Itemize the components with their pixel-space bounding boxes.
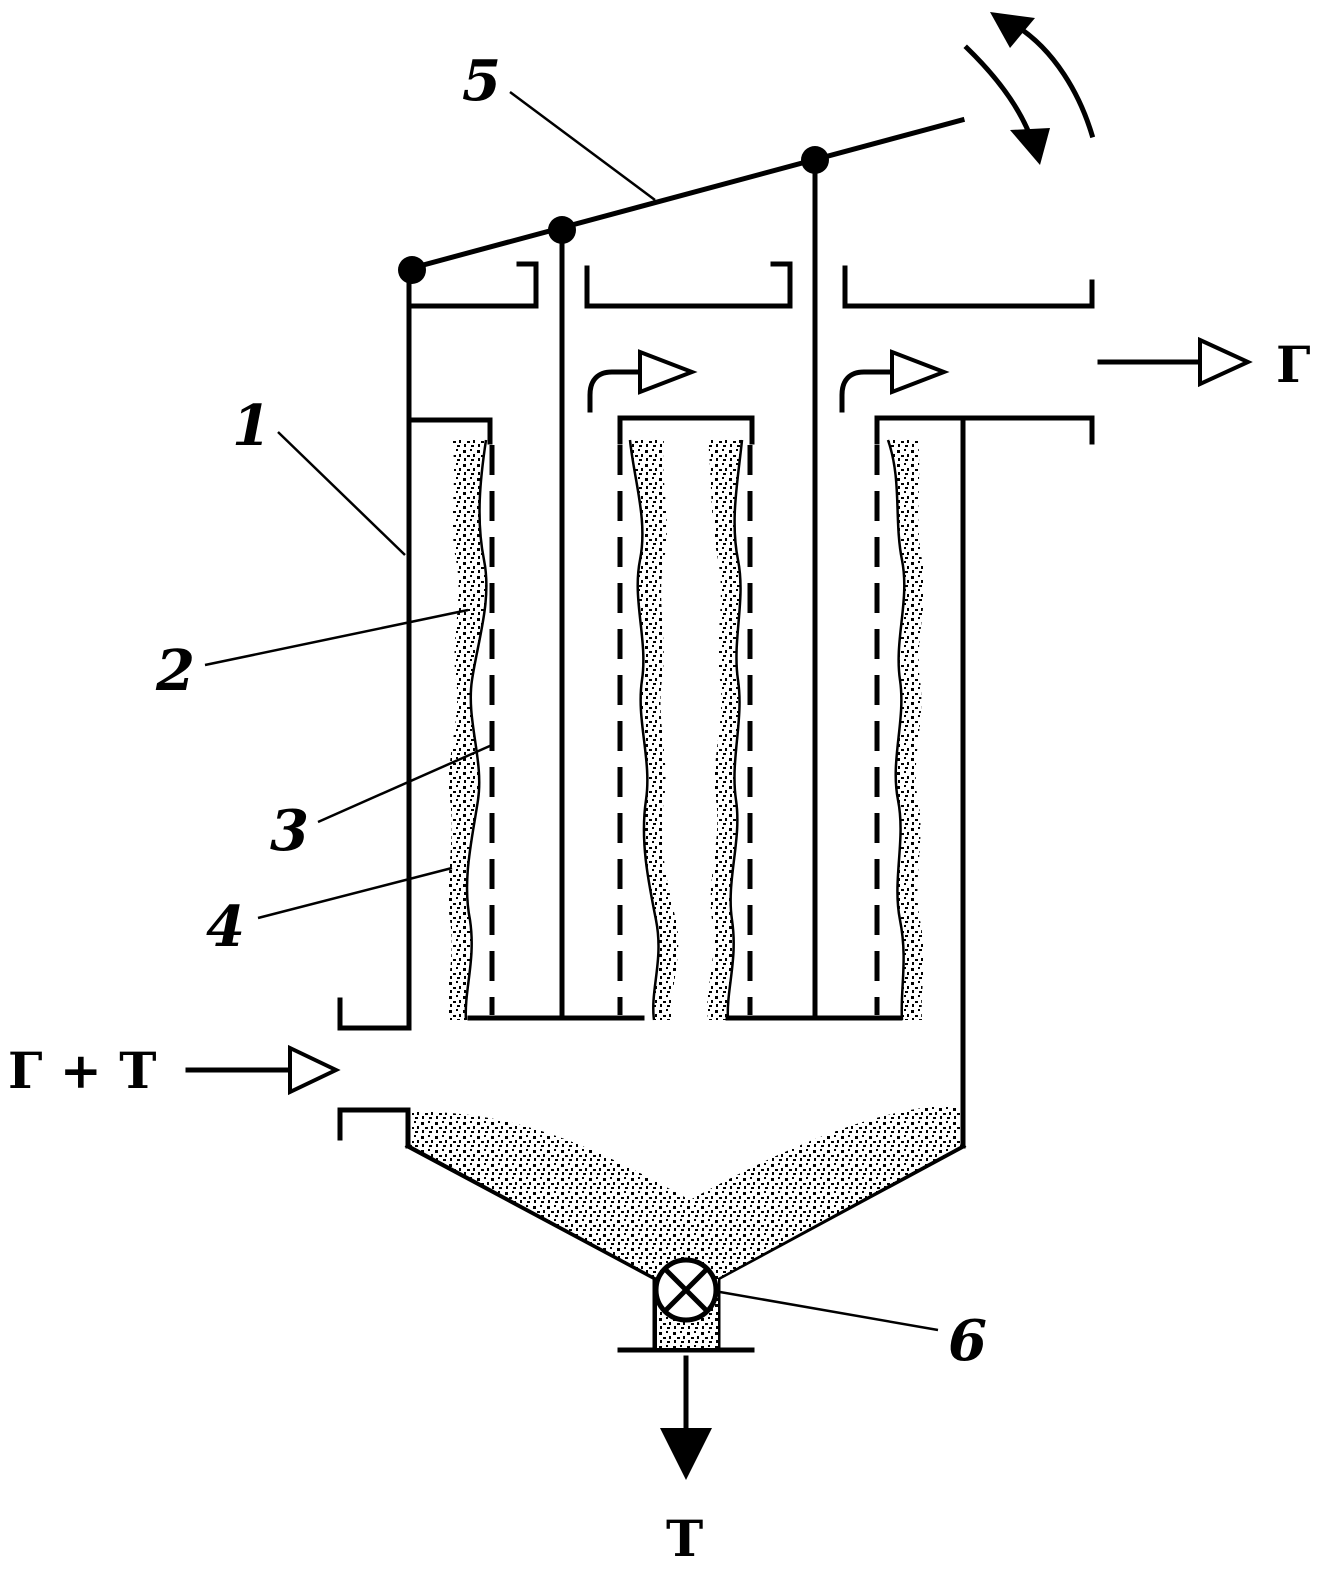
oscillation-arrows-icon <box>963 12 1096 165</box>
label-part-2: 2 <box>155 638 195 704</box>
label-part-5: 5 <box>462 48 501 114</box>
filter-element-left <box>406 417 645 1021</box>
label-part-3: 3 <box>270 798 309 864</box>
label-inlet: Г + Т <box>8 1041 156 1100</box>
gas-outlet-arrow-icon <box>1097 336 1253 388</box>
filter-element-center <box>617 415 903 1021</box>
shaking-mechanism <box>398 116 966 1021</box>
label-part-6: 6 <box>948 1308 987 1374</box>
label-part-4: 4 <box>206 894 245 960</box>
label-gas-out: Г <box>1276 335 1311 394</box>
discharge-valve-icon <box>653 1257 719 1323</box>
leader-lines <box>204 90 939 1332</box>
inlet-arrow-icon <box>185 1044 341 1096</box>
hopper-dust <box>412 1105 960 1348</box>
filter-element-right <box>874 415 925 1021</box>
solids-outlet-arrow-icon <box>660 1355 712 1480</box>
label-solids-out: Т <box>666 1509 703 1568</box>
top-plates <box>406 261 793 309</box>
label-part-1: 1 <box>232 393 271 459</box>
internal-flow-arrows-icon <box>587 349 950 413</box>
housing <box>337 265 1095 1353</box>
